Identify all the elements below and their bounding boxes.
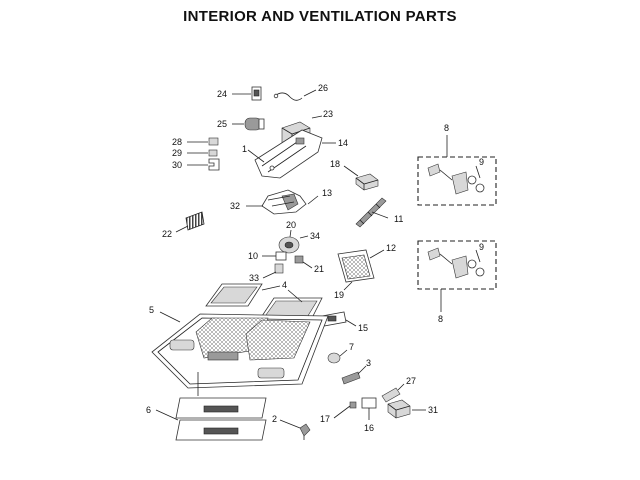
detail-box-lower [417,240,497,312]
callout-16: 16 [364,423,374,433]
callout-3: 3 [366,358,371,368]
callout-8-lower: 8 [438,314,443,324]
diagram-title: INTERIOR AND VENTILATION PARTS [183,8,457,25]
callout-9-lower: 9 [479,242,484,252]
part-22-grille [175,211,205,233]
callout-30: 30 [172,160,182,170]
callout-10: 10 [248,251,258,261]
callout-29: 29 [172,148,182,158]
callout-33: 33 [249,273,259,283]
callout-6: 6 [146,405,151,415]
part-7-knob [327,349,348,364]
callout-31: 31 [428,405,438,415]
part-17-clip [333,401,357,419]
part-25-capacitor [232,117,265,131]
part-5-cavity [151,311,329,396]
part-32-13-blower [246,189,319,215]
part-31-relay [387,399,426,419]
part-29-switch [187,149,218,157]
callout-20: 20 [286,220,296,230]
callout-5: 5 [149,305,154,315]
part-28-switch [187,137,219,146]
callout-8-upper: 8 [444,123,449,133]
part-3-latch [341,365,367,385]
callout-32: 32 [230,201,240,211]
callout-27: 27 [406,376,416,386]
callout-28: 28 [172,137,182,147]
callout-25: 25 [217,119,227,129]
part-33-fitting [262,263,284,279]
callout-4: 4 [282,280,287,290]
part-26-wire [273,89,317,101]
callout-18: 18 [330,159,340,169]
callout-21: 21 [314,264,324,274]
part-18-block [343,165,379,191]
callout-11: 11 [394,214,403,224]
callout-34: 34 [310,231,320,241]
callout-23: 23 [323,109,333,119]
part-12-vent-panel [337,249,385,291]
part-24-thermal-cutout [232,86,262,101]
part-10-motor-mount [262,251,287,261]
callout-14: 14 [338,138,348,148]
callout-7: 7 [349,342,354,352]
part-16-lamp [361,397,377,420]
callout-labels: 24 26 23 25 28 14 1 29 30 18 13 32 11 22… [146,83,484,433]
callout-19: 19 [334,290,344,300]
detail-box-upper [417,135,497,206]
part-14-1-chassis [247,129,336,179]
callout-9-upper: 9 [479,157,484,167]
part-21-coupler [294,255,313,269]
callout-2: 2 [272,414,277,424]
callout-26: 26 [318,83,328,93]
part-6-filters [155,397,267,441]
callout-15: 15 [358,323,368,333]
callout-1: 1 [242,144,247,154]
part-20-34-motor [278,229,309,254]
part-30-bracket [187,158,220,171]
callout-12: 12 [386,243,396,253]
part-27-connector [381,383,405,403]
callout-24: 24 [217,89,227,99]
part-11-rail [355,197,389,228]
callout-13: 13 [322,188,332,198]
callout-17: 17 [320,414,330,424]
callout-22: 22 [162,229,172,239]
part-2-screw [279,419,311,440]
